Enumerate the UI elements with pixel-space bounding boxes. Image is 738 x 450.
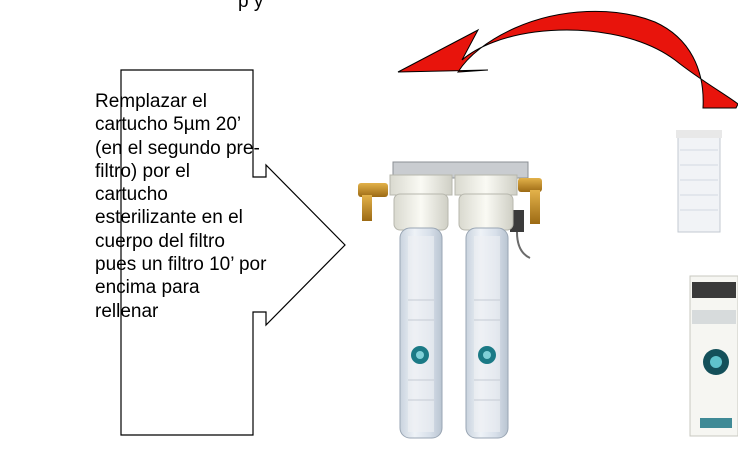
callout-line: cartucho — [95, 184, 168, 206]
callout-arrow-shape — [120, 69, 346, 436]
callout-line: encima para — [95, 277, 200, 299]
callout-text: Remplazar el cartucho 5µm 20’ (en el seg… — [95, 90, 270, 323]
callout-line: pues un filtro 10’ por — [95, 254, 267, 276]
header-text-fragment: p y — [238, 0, 264, 12]
callout-line: esterilizante en el — [95, 207, 243, 229]
callout-line: cuerpo del filtro — [95, 230, 225, 252]
sterilizing-cartridge-icon — [689, 275, 738, 437]
sediment-cartridge-icon — [676, 130, 722, 233]
callout-line: cartucho 5µm 20’ — [95, 114, 242, 136]
callout-line: rellenar — [95, 300, 159, 322]
callout-line: (en el segundo pre- — [95, 137, 260, 159]
callout-line: Remplazar el — [95, 91, 207, 112]
callout-line: filtro) por el — [95, 160, 191, 182]
